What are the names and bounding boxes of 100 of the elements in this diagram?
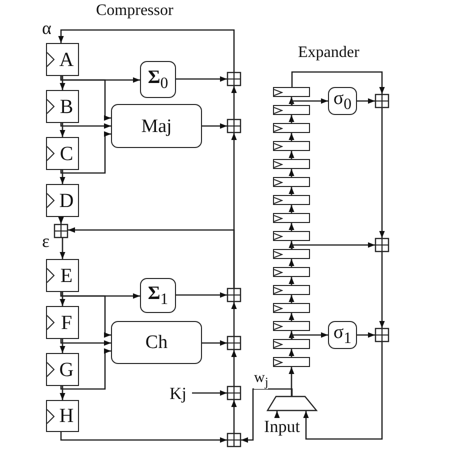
register-label: D bbox=[59, 190, 74, 210]
connector-arrow bbox=[303, 342, 383, 440]
signal-label: α bbox=[42, 19, 52, 37]
connector-arrow bbox=[60, 238, 66, 259]
register-box bbox=[46, 400, 79, 432]
function-label: Σ$_{1}$ bbox=[148, 284, 168, 308]
register-label: G bbox=[59, 360, 74, 380]
connector-arrow bbox=[60, 432, 227, 443]
function-label: Maj bbox=[141, 116, 172, 136]
shift-register-box bbox=[273, 267, 310, 277]
section-title: Compressor bbox=[96, 3, 174, 19]
connector-arrow bbox=[288, 205, 294, 213]
function-label: Σ$_{0}$ bbox=[148, 68, 168, 92]
connector-arrow bbox=[202, 123, 227, 129]
connector-arrow bbox=[288, 367, 294, 396]
connector-arrow bbox=[288, 313, 294, 321]
adder-box bbox=[227, 433, 241, 447]
function-box bbox=[111, 104, 202, 148]
register-box bbox=[46, 306, 79, 339]
connector-arrow bbox=[379, 108, 385, 238]
shift-register-box bbox=[273, 303, 310, 313]
shift-register-box bbox=[273, 195, 310, 205]
connector-arrow bbox=[60, 339, 66, 353]
shift-register-box bbox=[273, 141, 310, 151]
connector-arrow bbox=[291, 332, 328, 339]
connector-arrow bbox=[58, 217, 64, 224]
connector-arrow bbox=[60, 76, 66, 90]
shift-register-box bbox=[273, 357, 310, 367]
connector-arrow bbox=[60, 386, 66, 400]
adder-box bbox=[227, 336, 241, 350]
adder-box bbox=[375, 94, 389, 108]
function-label: σ$_{0}$ bbox=[333, 89, 352, 113]
connector-arrow bbox=[231, 302, 237, 336]
multiplexer bbox=[267, 396, 317, 411]
register-box bbox=[46, 184, 79, 217]
connector-arrow bbox=[288, 331, 294, 339]
function-box bbox=[328, 321, 357, 349]
adder-box bbox=[227, 119, 241, 133]
connector-arrow bbox=[288, 187, 294, 195]
connector-arrow bbox=[357, 98, 375, 104]
connector-arrow bbox=[231, 350, 237, 386]
connector-arrow bbox=[288, 133, 294, 141]
function-box bbox=[140, 61, 176, 98]
connector-arrow bbox=[291, 98, 328, 105]
connector-arrow bbox=[288, 277, 294, 285]
connector-arrow bbox=[58, 29, 235, 72]
register-label: F bbox=[60, 312, 72, 332]
register-label: B bbox=[60, 96, 74, 116]
connector-arrow bbox=[291, 71, 385, 94]
shift-register-box bbox=[273, 87, 310, 97]
connector-arrow bbox=[379, 252, 385, 328]
connector-arrow bbox=[60, 131, 111, 174]
connector-arrow bbox=[288, 223, 294, 231]
shift-register-box bbox=[273, 159, 310, 169]
connector-arrow bbox=[288, 349, 294, 357]
adder-box bbox=[54, 224, 68, 238]
function-box bbox=[111, 321, 202, 364]
register-label: C bbox=[60, 144, 74, 164]
connector-arrow bbox=[288, 97, 294, 105]
shift-register-box bbox=[273, 213, 310, 223]
adder-box bbox=[375, 238, 389, 252]
register-label: H bbox=[59, 406, 74, 426]
register-box bbox=[46, 259, 79, 292]
connector-arrow bbox=[176, 292, 227, 298]
connector-arrow bbox=[68, 227, 235, 288]
section-title: Expander bbox=[298, 45, 360, 61]
connector-arrow bbox=[288, 295, 294, 303]
shift-register-box bbox=[273, 321, 310, 331]
connector-arrow bbox=[60, 339, 111, 346]
connector-arrow bbox=[288, 115, 294, 123]
connector-arrow bbox=[288, 259, 294, 267]
signal-label: Input bbox=[264, 418, 300, 434]
connector-arrow bbox=[60, 76, 111, 121]
shift-register-box bbox=[273, 249, 310, 259]
register-label: E bbox=[60, 266, 73, 286]
function-box bbox=[328, 87, 357, 115]
connector-arrow bbox=[231, 86, 237, 119]
function-label: Ch bbox=[145, 333, 168, 352]
connector-arrow bbox=[274, 411, 280, 418]
connector-arrow bbox=[231, 400, 237, 433]
register-label: A bbox=[59, 50, 74, 70]
register-box bbox=[46, 90, 79, 123]
connector-arrow bbox=[60, 292, 66, 306]
connector-arrow bbox=[288, 241, 294, 249]
connector-arrow bbox=[241, 388, 293, 443]
shift-register-box bbox=[273, 231, 310, 241]
function-label: σ$_{1}$ bbox=[333, 323, 352, 347]
connector-arrow bbox=[291, 242, 375, 249]
adder-box bbox=[375, 328, 389, 342]
function-box bbox=[140, 278, 176, 313]
adder-box bbox=[227, 72, 241, 86]
adder-box bbox=[227, 386, 241, 400]
connector-arrow bbox=[60, 292, 111, 338]
signal-label: Kj bbox=[170, 384, 186, 402]
connector-arrow bbox=[288, 169, 294, 177]
connector-arrow bbox=[176, 76, 227, 82]
connector-arrow bbox=[202, 340, 227, 346]
shift-register-box bbox=[273, 105, 310, 115]
register-box bbox=[46, 43, 79, 76]
register-box bbox=[46, 137, 79, 170]
